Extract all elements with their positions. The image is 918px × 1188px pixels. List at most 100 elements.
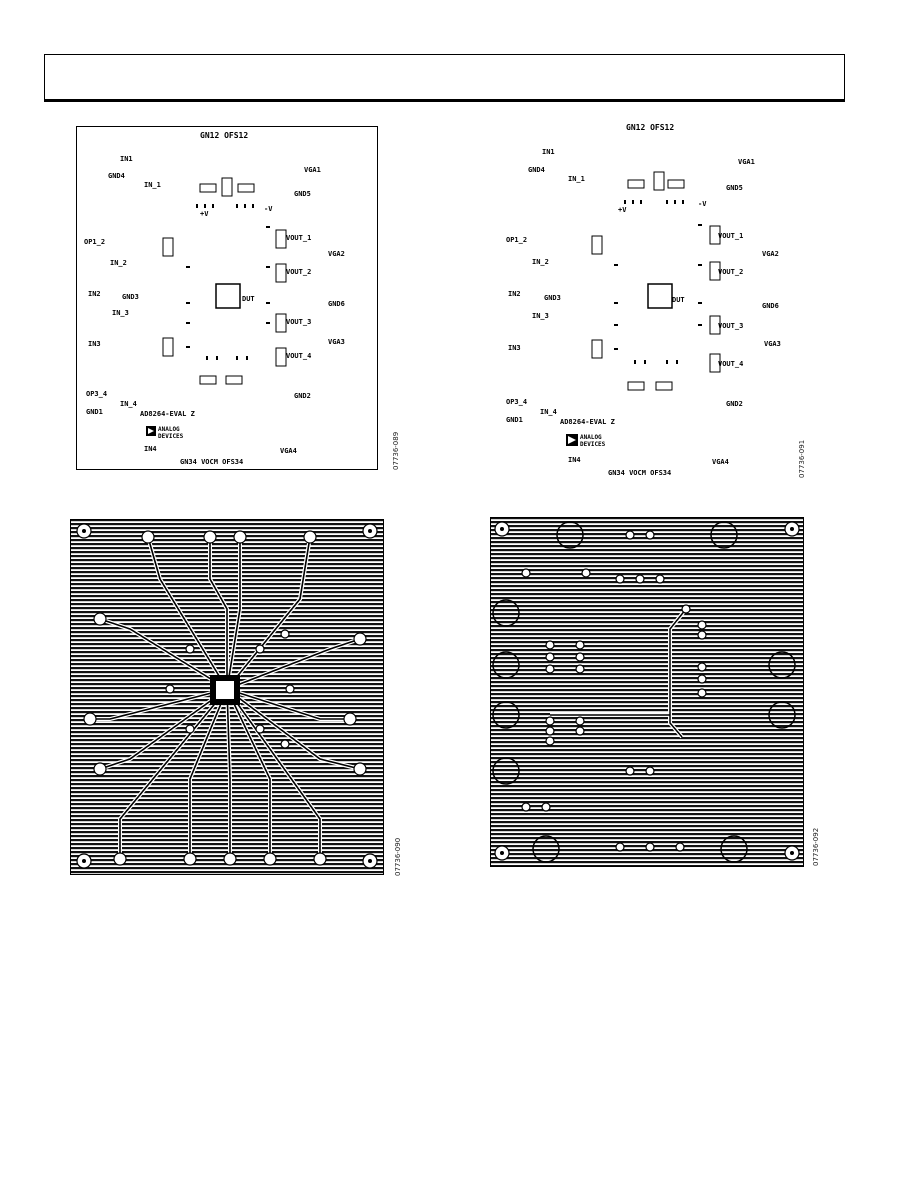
silk2-in3: IN3 xyxy=(508,344,521,352)
via-pad xyxy=(575,652,585,662)
figure-id-091: 07736-091 xyxy=(798,439,806,478)
silk2-bottom: GN34 VOCM OFS34 xyxy=(608,469,671,477)
silk-brand-line1: ANALOG xyxy=(158,426,180,433)
copper-top-panel xyxy=(70,519,384,875)
silk-in4: IN4 xyxy=(144,445,157,453)
via-pad xyxy=(581,568,591,578)
silk-gnd1: GND1 xyxy=(86,408,103,416)
via-pad xyxy=(697,662,707,672)
silk-in-3: IN_3 xyxy=(112,309,129,317)
silk2-op3-4: OP3_4 xyxy=(506,398,527,406)
via-pad xyxy=(255,644,265,654)
via-pad xyxy=(545,716,555,726)
silk-vout2: VOUT_2 xyxy=(286,268,311,276)
silk-dut: DUT xyxy=(242,295,255,303)
via-pad xyxy=(185,724,195,734)
silk-in3: IN3 xyxy=(88,340,101,348)
via-pad xyxy=(521,802,531,812)
via-pad xyxy=(183,852,197,866)
via-pad xyxy=(280,629,290,639)
silk-gnd6: GND6 xyxy=(328,300,345,308)
via-pad xyxy=(625,766,635,776)
silk-vga2: VGA2 xyxy=(328,250,345,258)
via-pad xyxy=(263,852,277,866)
silk2-in-4: IN_4 xyxy=(540,408,557,416)
silk2-in-1: IN_1 xyxy=(568,175,585,183)
via-pad xyxy=(615,574,625,584)
figure-id-089: 07736-089 xyxy=(392,431,400,470)
silkscreen-bottom-panel: GN12 OFS12 IN1 GND4 IN_1 VGA1 GND5 OP1_2… xyxy=(500,118,800,480)
via-pad xyxy=(575,716,585,726)
silk2-title: GN12 OFS12 xyxy=(626,123,674,132)
page-header-box xyxy=(44,54,845,102)
via-pad xyxy=(697,688,707,698)
silk-vout1: VOUT_1 xyxy=(286,234,311,242)
silk2-in-2: IN_2 xyxy=(532,258,549,266)
silk-title: GN12 OFS12 xyxy=(200,131,248,140)
via-pad xyxy=(141,530,155,544)
silk-bottom: GN34 VOCM OFS34 xyxy=(180,458,243,466)
via-pad xyxy=(83,712,97,726)
via-pad xyxy=(625,530,635,540)
silk-minus-v: -V xyxy=(264,205,273,213)
silk-op1-2: OP1_2 xyxy=(84,238,105,246)
via-pad xyxy=(615,842,625,852)
via-pad xyxy=(165,684,175,694)
silk2-vout4: VOUT_4 xyxy=(718,360,743,368)
silk-brand-line2: DEVICES xyxy=(158,433,184,440)
silk2-in4: IN4 xyxy=(568,456,581,464)
via-pad xyxy=(185,644,195,654)
silk2-gnd1: GND1 xyxy=(506,416,523,424)
via-pad xyxy=(233,530,247,544)
silk-in2: IN2 xyxy=(88,290,101,298)
via-pad xyxy=(545,726,555,736)
silk2-gnd6: GND6 xyxy=(762,302,779,310)
via-pad xyxy=(343,712,357,726)
silk-vout4: VOUT_4 xyxy=(286,352,311,360)
via-pad xyxy=(313,852,327,866)
via-pad xyxy=(645,530,655,540)
silk-gnd5: GND5 xyxy=(294,190,311,198)
silk-op3-4: OP3_4 xyxy=(86,390,107,398)
via-pad xyxy=(113,852,127,866)
via-pad xyxy=(655,574,665,584)
via-pad xyxy=(545,664,555,674)
via-pad xyxy=(697,620,707,630)
via-pad xyxy=(93,612,107,626)
silk2-gnd3: GND3 xyxy=(544,294,561,302)
via-pad xyxy=(203,530,217,544)
via-pad xyxy=(675,842,685,852)
silkscreen-top-panel: GN12 OFS12 IN1 GND4 IN_1 VGA1 GND5 OP1_2… xyxy=(76,126,378,470)
via-pad xyxy=(575,664,585,674)
silk2-gnd4: GND4 xyxy=(528,166,545,174)
via-pad xyxy=(255,724,265,734)
silk-vga4: VGA4 xyxy=(280,447,297,455)
silk-gnd2: GND2 xyxy=(294,392,311,400)
silk2-gnd2: GND2 xyxy=(726,400,743,408)
silk2-vout2: VOUT_2 xyxy=(718,268,743,276)
figure-id-090: 07736-090 xyxy=(394,837,402,876)
silk2-in1: IN1 xyxy=(542,148,555,156)
silk2-in-3: IN_3 xyxy=(532,312,549,320)
silk-vout3: VOUT_3 xyxy=(286,318,311,326)
silk-in-4: IN_4 xyxy=(120,400,137,408)
silk-board-name: AD8264-EVAL Z xyxy=(140,410,195,418)
via-pad xyxy=(280,739,290,749)
silk-in-1: IN_1 xyxy=(144,181,161,189)
via-pad xyxy=(575,726,585,736)
via-pad xyxy=(303,530,317,544)
silk2-brand-line1: ANALOG xyxy=(580,434,602,441)
silk2-vga4: VGA4 xyxy=(712,458,729,466)
via-pad xyxy=(353,632,367,646)
via-pad xyxy=(545,652,555,662)
silk-gnd3: GND3 xyxy=(122,293,139,301)
via-pad xyxy=(541,802,551,812)
silk2-vga3: VGA3 xyxy=(764,340,781,348)
via-pad xyxy=(285,684,295,694)
silk2-minus-v: -V xyxy=(698,200,707,208)
silk-in1: IN1 xyxy=(120,155,133,163)
silk-plus-v: +V xyxy=(200,210,209,218)
silk2-gnd5: GND5 xyxy=(726,184,743,192)
via-pad xyxy=(353,762,367,776)
silk-vga1: VGA1 xyxy=(304,166,321,174)
